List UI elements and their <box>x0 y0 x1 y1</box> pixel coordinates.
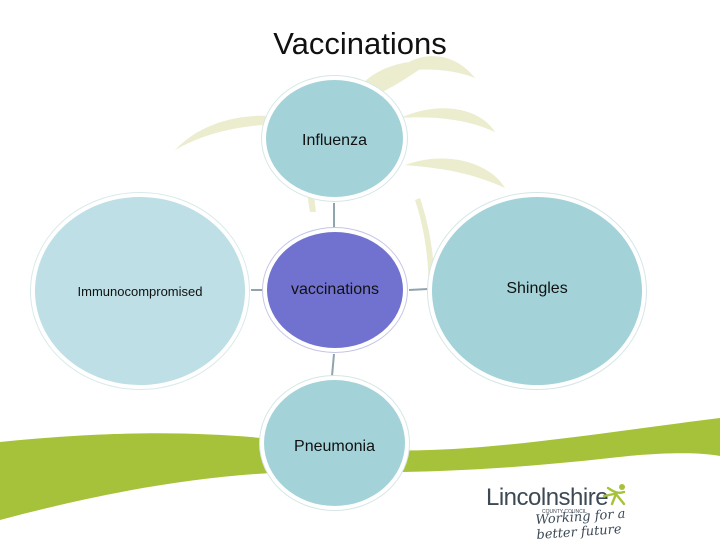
node-immunocompromised-label: Immunocompromised <box>78 284 203 299</box>
node-center-label: vaccinations <box>291 281 379 299</box>
connector-bottom <box>332 354 334 376</box>
connector-right <box>409 289 428 290</box>
council-logo: Lincolnshire COUNTY COUNCIL Working for … <box>486 482 666 538</box>
node-pneumonia-label: Pneumonia <box>294 438 375 456</box>
node-shingles: Shingles <box>428 193 646 389</box>
slide-title: Vaccinations <box>0 26 720 62</box>
node-center-vaccinations: vaccinations <box>263 228 407 352</box>
node-influenza: Influenza <box>262 76 407 201</box>
node-shingles-label: Shingles <box>506 280 567 298</box>
node-pneumonia: Pneumonia <box>260 376 409 510</box>
node-immunocompromised: Immunocompromised <box>31 193 249 389</box>
logo-name: Lincolnshire <box>486 484 608 512</box>
node-influenza-label: Influenza <box>302 132 367 150</box>
